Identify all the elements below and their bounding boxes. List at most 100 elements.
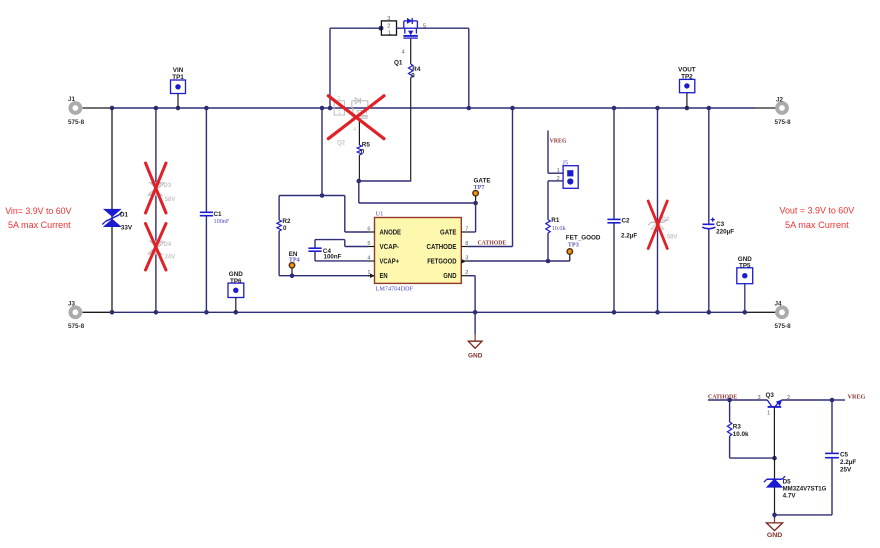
svg-text:1: 1 (557, 168, 560, 174)
svg-text:TP2: TP2 (681, 73, 693, 80)
svg-text:1: 1 (388, 31, 391, 37)
svg-text:58V: 58V (667, 234, 678, 240)
svg-text:100nF: 100nF (214, 218, 230, 225)
svg-text:C5: C5 (840, 452, 849, 459)
svg-text:GND: GND (443, 271, 457, 280)
svg-text:2.2µF: 2.2µF (621, 232, 637, 239)
svg-text:VCAP-: VCAP- (380, 242, 400, 251)
svg-text:Q1: Q1 (394, 60, 403, 67)
svg-text:575-8: 575-8 (775, 323, 792, 330)
svg-text:GND: GND (468, 352, 483, 359)
svg-text:TP6: TP6 (230, 278, 242, 285)
svg-text:6: 6 (367, 227, 370, 233)
svg-text:4.7V: 4.7V (783, 493, 797, 500)
svg-text:D4: D4 (164, 242, 172, 248)
svg-text:3: 3 (758, 395, 761, 401)
svg-text:0: 0 (411, 72, 415, 79)
svg-text:C3: C3 (716, 221, 725, 228)
svg-text:5A max Current: 5A max Current (8, 219, 71, 230)
svg-text:MM3Z4V7ST1G: MM3Z4V7ST1G (783, 485, 827, 492)
svg-text:575-8: 575-8 (68, 323, 85, 330)
svg-text:GND: GND (229, 271, 243, 278)
svg-text:Vout = 3.9V to 60V: Vout = 3.9V to 60V (780, 205, 855, 216)
svg-text:220µF: 220µF (716, 228, 734, 235)
svg-text:1: 1 (767, 411, 770, 417)
svg-text:5A max Current: 5A max Current (785, 219, 849, 230)
svg-text:3: 3 (337, 96, 340, 102)
svg-text:TP7: TP7 (474, 184, 485, 191)
svg-text:J2: J2 (776, 97, 784, 104)
svg-text:VCAP+: VCAP+ (380, 256, 400, 265)
svg-text:24V: 24V (165, 255, 176, 261)
svg-text:R1: R1 (551, 217, 560, 224)
svg-text:TP4: TP4 (289, 257, 300, 264)
svg-text:EN: EN (289, 251, 298, 258)
svg-text:D5: D5 (783, 479, 792, 486)
svg-text:2: 2 (465, 270, 468, 276)
svg-text:2: 2 (787, 395, 790, 401)
svg-text:R2: R2 (282, 218, 291, 225)
svg-text:33V: 33V (121, 225, 133, 232)
svg-text:D3: D3 (164, 183, 172, 189)
svg-text:Q3: Q3 (766, 392, 775, 399)
svg-text:EN: EN (380, 271, 388, 280)
svg-text:0: 0 (283, 225, 287, 232)
svg-text:575-8: 575-8 (775, 119, 792, 126)
svg-text:4: 4 (367, 256, 370, 262)
svg-text:25V: 25V (840, 466, 852, 473)
svg-text:GND: GND (767, 532, 783, 539)
svg-text:J4: J4 (775, 301, 783, 308)
svg-text:U1: U1 (376, 210, 384, 217)
svg-text:VREG: VREG (848, 393, 866, 400)
svg-text:D2: D2 (662, 217, 670, 223)
svg-text:GATE: GATE (474, 177, 491, 184)
svg-text:0: 0 (361, 149, 365, 156)
svg-text:C1: C1 (214, 211, 223, 218)
svg-text:LM74704DDF: LM74704DDF (376, 286, 414, 293)
svg-text:TP5: TP5 (739, 262, 751, 269)
svg-text:4: 4 (353, 127, 356, 133)
svg-text:5: 5 (367, 241, 370, 247)
svg-text:CATHODE: CATHODE (427, 242, 457, 251)
svg-text:575-8: 575-8 (68, 119, 85, 126)
svg-text:VIN: VIN (173, 67, 184, 74)
svg-text:5: 5 (423, 24, 426, 30)
svg-text:VREG: VREG (550, 138, 567, 145)
svg-text:R3: R3 (733, 423, 742, 430)
svg-text:FETGOOD: FETGOOD (427, 256, 457, 265)
svg-text:CATHODE: CATHODE (708, 393, 738, 400)
svg-text:100nF: 100nF (324, 254, 342, 261)
svg-text:2.2µF: 2.2µF (840, 459, 856, 466)
svg-text:7: 7 (465, 227, 468, 233)
svg-text:C2: C2 (622, 218, 631, 225)
svg-text:CATHODE: CATHODE (478, 239, 507, 246)
svg-text:1: 1 (367, 270, 370, 276)
svg-text:4: 4 (402, 50, 405, 56)
svg-text:R4: R4 (412, 66, 421, 73)
svg-text:ANODE: ANODE (380, 227, 402, 236)
svg-text:58V: 58V (165, 197, 176, 203)
svg-text:Q2: Q2 (337, 141, 346, 147)
svg-text:GATE: GATE (440, 227, 457, 236)
svg-text:GND: GND (738, 256, 752, 263)
svg-text:2: 2 (387, 24, 390, 30)
svg-text:8: 8 (465, 241, 468, 247)
svg-text:J3: J3 (68, 301, 76, 308)
svg-text:R5: R5 (362, 141, 371, 148)
svg-text:10.0k: 10.0k (552, 225, 567, 232)
svg-text:VOUT: VOUT (678, 67, 696, 74)
svg-text:2: 2 (557, 176, 560, 182)
svg-text:Vin= 3.9V to 60V: Vin= 3.9V to 60V (5, 205, 72, 216)
svg-text:FET_GOOD: FET_GOOD (566, 234, 601, 241)
svg-text:TP3: TP3 (568, 241, 579, 248)
svg-text:3: 3 (387, 16, 390, 22)
svg-text:C4: C4 (323, 248, 332, 255)
svg-text:3: 3 (465, 256, 468, 262)
svg-text:10.0k: 10.0k (733, 431, 749, 438)
svg-text:J5: J5 (562, 159, 568, 166)
svg-text:1: 1 (338, 110, 341, 116)
svg-text:J1: J1 (68, 96, 76, 103)
svg-text:2: 2 (337, 103, 340, 109)
svg-text:D1: D1 (120, 212, 129, 219)
svg-text:TP1: TP1 (172, 74, 184, 81)
